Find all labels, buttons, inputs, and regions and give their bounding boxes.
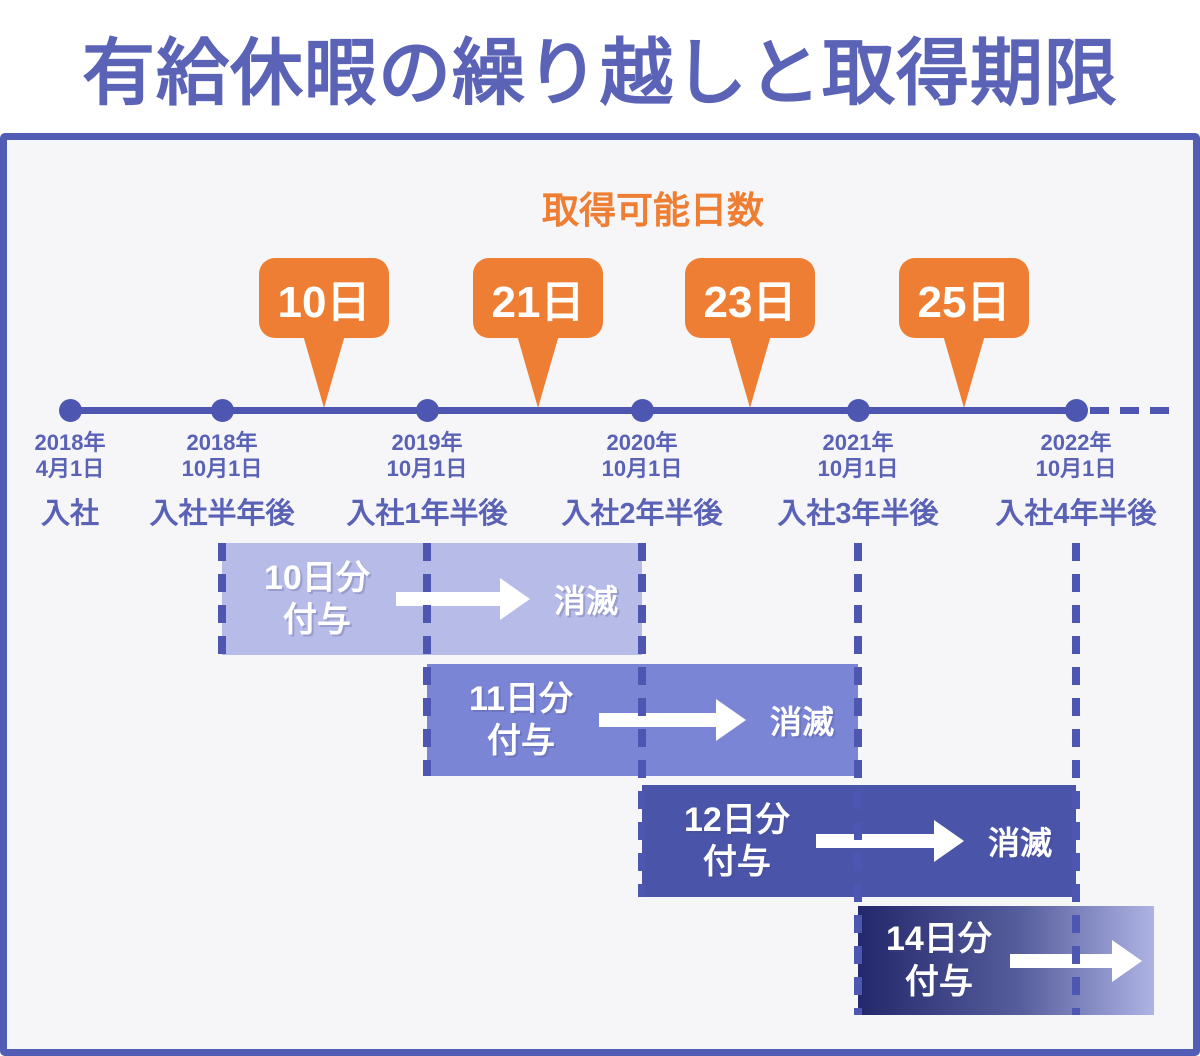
timeline-dot	[59, 399, 82, 422]
date-caption: 入社	[40, 498, 99, 530]
badge-pointer-icon	[303, 335, 345, 408]
arrow-shaft	[815, 834, 934, 848]
grant-bar-10-days: 10日分付与 消滅	[222, 543, 642, 655]
date-day: 10月1日	[386, 456, 468, 481]
badge-23-days: 23日	[685, 258, 815, 338]
date-day: 10月1日	[181, 456, 263, 481]
timeline-dot	[631, 399, 654, 422]
timeline-dashed-extension	[1090, 407, 1174, 414]
arrow-right-icon	[598, 699, 746, 741]
arrow-shaft	[1009, 953, 1112, 968]
timeline-dot	[416, 399, 439, 422]
badge-pointer-icon	[943, 335, 985, 408]
badge-25-days: 25日	[899, 258, 1029, 338]
arrow-head	[499, 578, 530, 620]
date-caption: 入社1年半後	[346, 498, 508, 530]
date-year: 2019年	[391, 430, 463, 455]
grant-word: 付与	[702, 843, 771, 881]
grant-word: 付与	[486, 722, 555, 760]
badge-21-days: 21日	[473, 258, 603, 338]
arrow-head	[933, 820, 964, 862]
date-day: 10月1日	[817, 456, 899, 481]
dashed-connector	[638, 543, 646, 897]
arrow-head	[1112, 939, 1142, 982]
badge-10-days: 10日	[259, 258, 389, 338]
grant-label: 11日分付与	[469, 678, 573, 763]
timeline-axis	[70, 407, 1077, 414]
date-caption: 入社2年半後	[561, 498, 723, 530]
grant-days: 12日分	[684, 800, 790, 839]
date-year: 2021年	[822, 430, 894, 455]
grant-label: 10日分付与	[264, 557, 370, 642]
grant-word: 付与	[904, 962, 973, 1001]
arrow-head	[715, 699, 746, 741]
title-area: 有給休暇の繰り越しと取得期限	[0, 0, 1200, 133]
grant-days: 14日分	[886, 920, 992, 958]
expire-label: 消滅	[987, 825, 1052, 861]
dashed-connector	[218, 543, 226, 655]
grant-word: 付与	[282, 601, 351, 639]
date-caption: 入社4年半後	[995, 498, 1157, 530]
expire-label: 消滅	[769, 704, 834, 740]
date-year: 2018年	[186, 430, 258, 455]
date-caption: 入社半年後	[149, 498, 295, 530]
expire-label: 消滅	[553, 583, 618, 619]
date-year: 2018年	[34, 430, 106, 455]
grant-days: 10日分	[264, 558, 370, 597]
arrow-shaft	[395, 592, 500, 606]
date-day: 10月1日	[601, 456, 683, 481]
page-title: 有給休暇の繰り越しと取得期限	[82, 32, 1118, 114]
grant-label: 14日分付与	[886, 918, 992, 1003]
available-days-heading: 取得可能日数	[542, 190, 764, 231]
dashed-connector	[1072, 543, 1080, 1015]
arrow-shaft	[598, 713, 716, 727]
grant-bar-14-days: 14日分付与	[858, 906, 1154, 1015]
badge-pointer-icon	[517, 335, 559, 408]
date-year: 2020年	[606, 430, 678, 455]
date-day: 4月1日	[35, 456, 105, 481]
arrow-right-icon	[815, 820, 964, 862]
grant-label: 12日分付与	[684, 799, 790, 884]
timeline-dot	[211, 399, 234, 422]
dashed-connector	[423, 543, 431, 776]
date-caption: 入社3年半後	[777, 498, 939, 530]
timeline-dot	[847, 399, 870, 422]
timeline-dot	[1065, 399, 1088, 422]
dashed-connector	[854, 543, 862, 1015]
arrow-right-icon	[1009, 939, 1142, 982]
date-year: 2022年	[1040, 430, 1112, 455]
grant-days: 11日分	[469, 679, 573, 718]
badge-pointer-icon	[729, 335, 771, 408]
date-day: 10月1日	[1035, 456, 1117, 481]
arrow-right-icon	[395, 578, 530, 620]
